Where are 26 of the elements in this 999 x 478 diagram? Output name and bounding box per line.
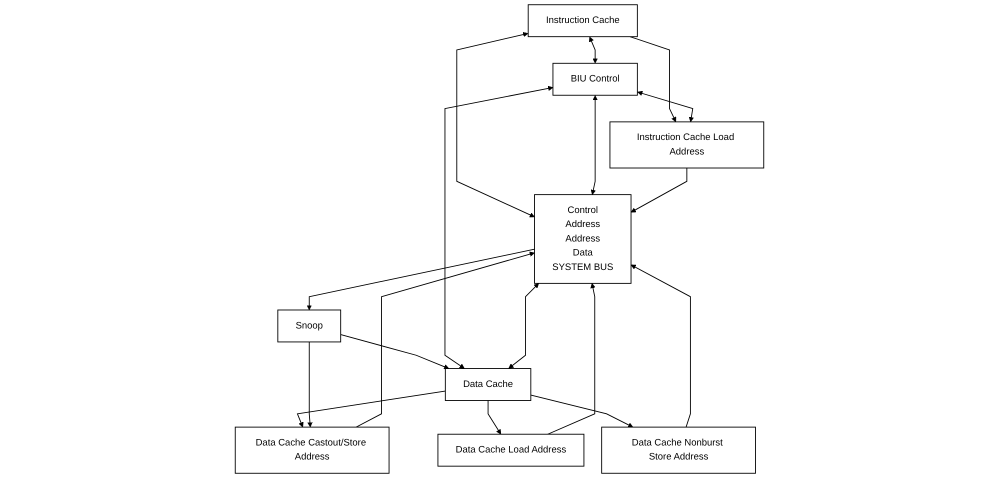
- node-box: Instruction Cache: [528, 4, 638, 38]
- arrow: [530, 394, 634, 428]
- arrow: [456, 32, 535, 218]
- arrow: [508, 283, 539, 369]
- node-box: Data Cache Castout/Store Address: [234, 426, 390, 474]
- node-box: Snoop: [277, 310, 342, 342]
- arrow: [340, 334, 450, 370]
- arrow: [356, 252, 535, 428]
- arrow: [296, 390, 446, 428]
- arrow: [637, 90, 694, 122]
- node-box: BIU Control: [552, 62, 638, 96]
- node-box: Data Cache Nonburst Store Address: [601, 426, 756, 474]
- arrow: [630, 264, 691, 428]
- arrow: [488, 400, 502, 434]
- arrow: [306, 248, 535, 310]
- arrow: [307, 342, 313, 428]
- arrow: [444, 86, 554, 369]
- node-box: Control Address Address Data SYSTEM BUS: [534, 194, 632, 284]
- arrow: [590, 95, 598, 195]
- arrow: [630, 36, 676, 122]
- node-box: Data Cache Load Address: [437, 434, 584, 467]
- node-box: Data Cache: [444, 368, 532, 401]
- node-box: Instruction Cache Load Address: [610, 121, 764, 168]
- arrow: [547, 283, 596, 435]
- arrow: [589, 36, 598, 64]
- arrow: [630, 168, 688, 212]
